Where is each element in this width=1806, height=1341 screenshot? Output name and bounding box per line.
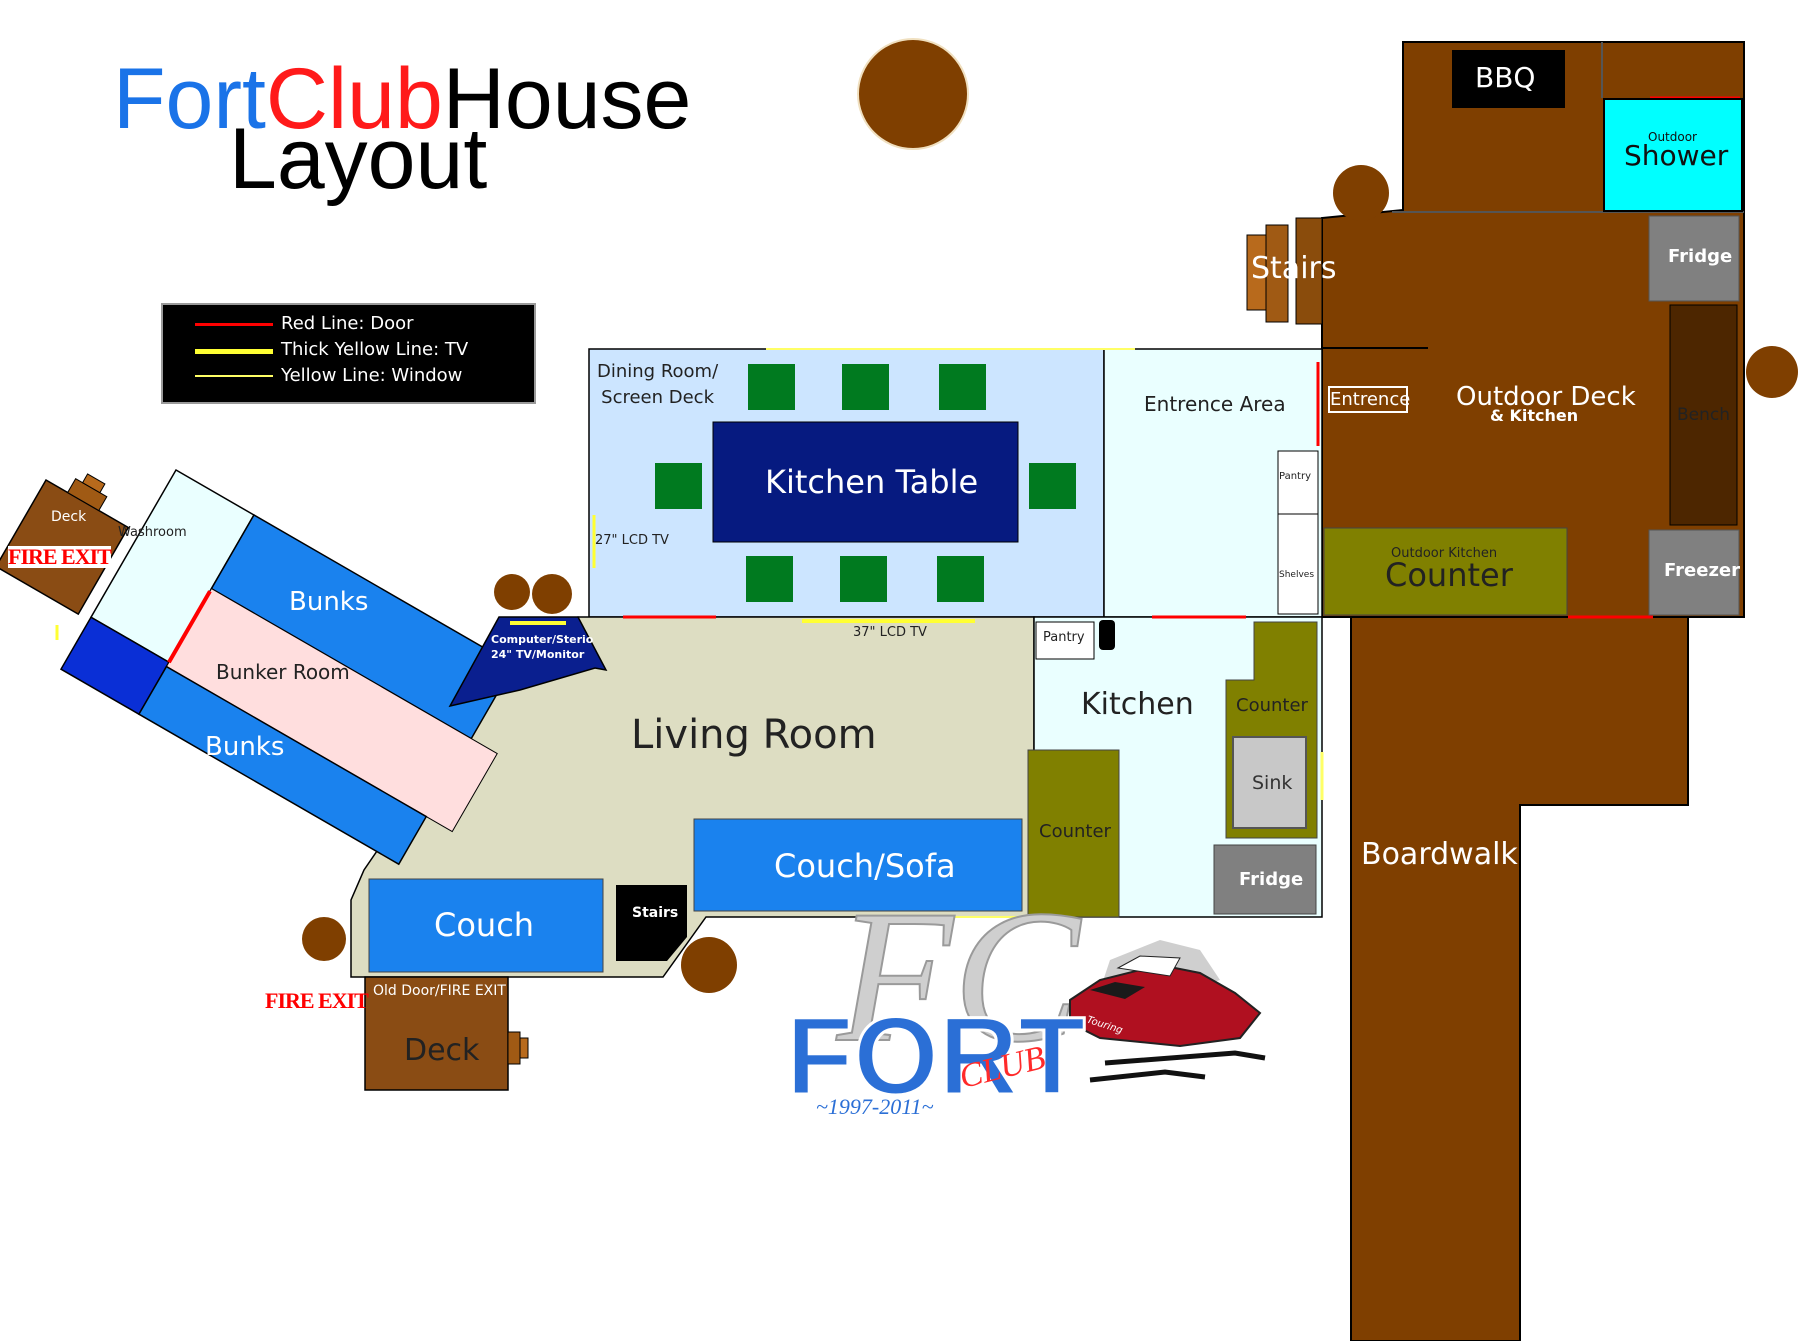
tree	[857, 38, 969, 150]
bench-shape	[1669, 304, 1738, 526]
freezer-shape	[1648, 529, 1740, 616]
chair	[746, 556, 793, 602]
tree	[1333, 165, 1389, 221]
boardwalk-shape	[1350, 616, 1689, 1341]
pantry-kitchen-shape	[1035, 621, 1095, 660]
tree	[494, 574, 530, 610]
tv27-label: 27" LCD TV	[595, 533, 669, 548]
entrance-label: Entrence	[1328, 386, 1410, 413]
couch-sofa-shape	[693, 818, 1023, 912]
outdoor-kitchen-small-label: Outdoor Kitchen	[1391, 546, 1498, 561]
pantry-kitchen-label: Pantry	[1043, 630, 1085, 645]
stairs-top-label: Stairs	[1251, 251, 1337, 286]
sink-label: Sink	[1252, 772, 1293, 794]
snowmobile-graphic	[1069, 955, 1266, 1083]
fire-exit-left-label: FIRE EXIT	[8, 544, 112, 569]
tv37-label: 37" LCD TV	[853, 625, 927, 640]
tree	[1746, 346, 1798, 398]
living-room-label: Living Room	[631, 712, 877, 758]
logo-years-text: ~1997-2011~	[816, 1094, 934, 1119]
legend: Red Line: Door Thick Yellow Line: TV Yel…	[161, 303, 536, 404]
tree	[532, 574, 572, 614]
stairs-living-label: Stairs	[632, 905, 679, 921]
shower-label: Shower	[1624, 139, 1729, 172]
deck-bottom-label: Deck	[404, 1033, 480, 1068]
boardwalk-label: Boardwalk	[1361, 837, 1518, 872]
bbq-shape	[1452, 50, 1565, 108]
fridge-kitchen-shape	[1213, 844, 1317, 915]
entrance-area-label: Entrence Area	[1144, 392, 1286, 416]
counter-right-label: Counter	[1236, 695, 1308, 716]
bbq-label: BBQ	[1475, 61, 1536, 94]
fridge-kitchen-label: Fridge	[1239, 869, 1304, 890]
outdoor-deck-label: Outdoor Deck	[1456, 382, 1636, 412]
chair	[937, 556, 984, 602]
kitchen-table-label: Kitchen Table	[765, 463, 979, 501]
pantry-right-shape	[1277, 450, 1319, 515]
logo-graphic: FC FORT	[785, 871, 1266, 1120]
counter-left-shape	[1027, 749, 1120, 918]
tree	[681, 937, 737, 993]
outdoor-counter-label: Counter	[1385, 556, 1513, 594]
bunks-bottom-label: Bunks	[205, 732, 285, 762]
kitchen-label: Kitchen	[1081, 687, 1194, 722]
stairs-step-3	[1295, 217, 1323, 325]
kitchen-table-shape	[712, 421, 1019, 543]
tree	[302, 917, 346, 961]
freezer-label: Freezer	[1664, 560, 1740, 581]
fire-exit-bottom-label: FIRE EXIT	[265, 988, 369, 1013]
title-house: House	[442, 51, 692, 147]
outdoor-counter-shape	[1323, 527, 1568, 616]
logo-fort-text: FORT	[786, 995, 1085, 1118]
computer-label-1: Computer/Sterio	[491, 633, 594, 646]
chair	[842, 364, 889, 410]
shelves-label: Shelves	[1279, 570, 1315, 580]
bunker-room-label: Bunker Room	[216, 660, 350, 684]
title-club: Club	[265, 51, 443, 147]
shelves-shape	[1277, 513, 1319, 615]
page-title: FortClubHouse	[113, 56, 691, 142]
pantry-right-label: Pantry	[1279, 471, 1311, 482]
chair	[939, 364, 986, 410]
outdoor-shower-small-label: Outdoor	[1648, 130, 1697, 144]
computer-label-2: 24" TV/Monitor	[491, 648, 585, 661]
deck-left-label: Deck	[51, 509, 87, 525]
fridge-outdoor-shape	[1648, 215, 1740, 302]
svg-text:FC: FC	[835, 872, 1082, 1082]
computer-stand	[448, 616, 608, 708]
chair	[655, 463, 702, 509]
title-fort: Fort	[113, 51, 266, 147]
chair	[840, 556, 887, 602]
bunks-top-label: Bunks	[289, 587, 369, 617]
couch-label: Couch	[434, 906, 535, 944]
page-title-layout: Layout	[229, 111, 488, 207]
counter-left-label: Counter	[1039, 821, 1111, 842]
chair	[748, 364, 795, 410]
bench-label: Bench	[1677, 405, 1731, 425]
fridge-outdoor-label: Fridge	[1668, 246, 1733, 267]
washroom-label: Washroom	[118, 525, 187, 540]
chair	[1029, 463, 1076, 509]
deck-bottom-shape	[364, 976, 509, 1091]
outdoor-deck-sub-label: & Kitchen	[1490, 406, 1579, 425]
bunks-bottom-shape	[137, 665, 428, 866]
sink-shape	[1232, 736, 1307, 829]
stairs-living-shape	[616, 885, 687, 961]
shower-shape	[1603, 98, 1743, 212]
dining-room-label: Dining Room/ Screen Deck	[597, 361, 719, 408]
old-door-label: Old Door/FIRE EXIT	[373, 983, 506, 999]
couch-sofa-label: Couch/Sofa	[774, 847, 956, 885]
stairs-step-2	[1265, 224, 1289, 323]
couch-shape	[368, 878, 604, 973]
